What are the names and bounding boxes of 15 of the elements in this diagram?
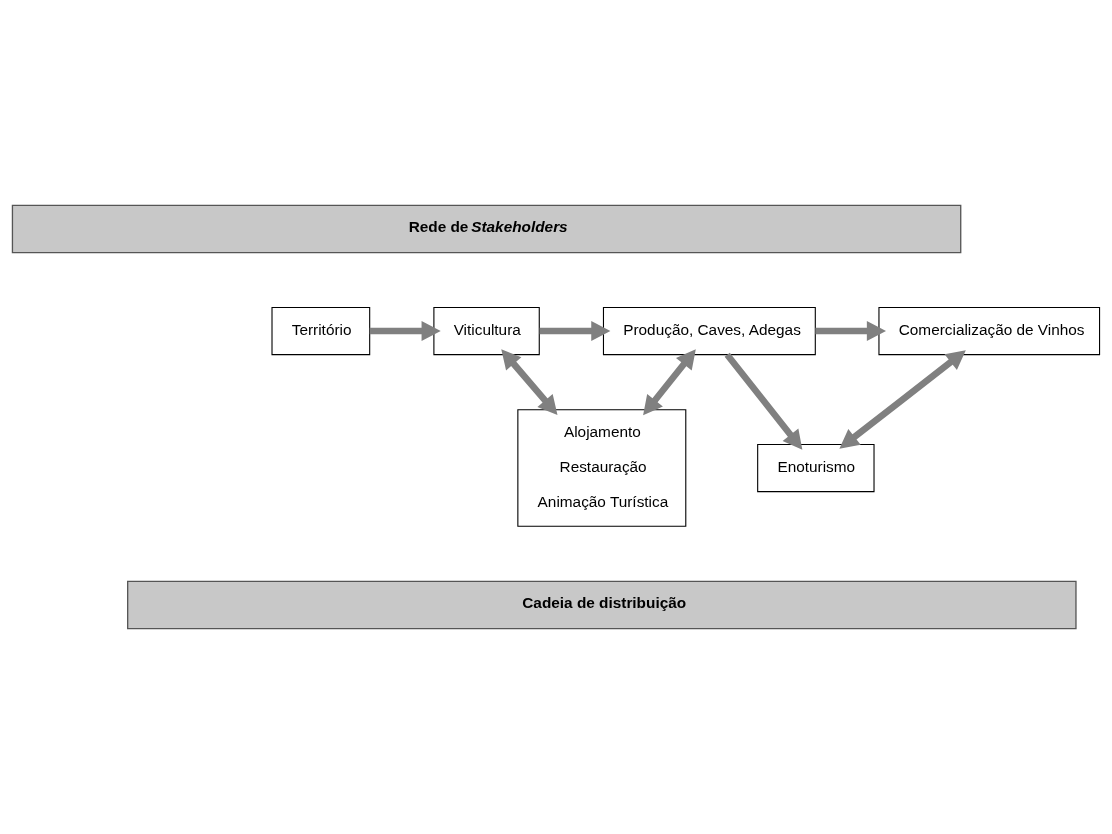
arrow: [643, 349, 696, 416]
arrow: [815, 321, 886, 342]
node-box: Viticultura: [433, 306, 540, 356]
arrow: [501, 349, 558, 416]
node-box: Enoturismo: [757, 443, 875, 493]
arrow: [539, 321, 611, 342]
node-box: Território: [271, 306, 371, 356]
arrow: [724, 352, 803, 450]
node-box: Alojamento Restauração Animação Turística: [517, 409, 687, 527]
node-box: Rede de Stakeholders: [11, 204, 962, 254]
node-box: Cadeia de distribuição: [127, 580, 1077, 630]
arrow: [839, 350, 966, 449]
arrow: [369, 321, 441, 342]
node-box: Comercialização de Vinhos: [878, 306, 1101, 356]
node-box: Produção, Caves, Adegas: [602, 306, 816, 356]
